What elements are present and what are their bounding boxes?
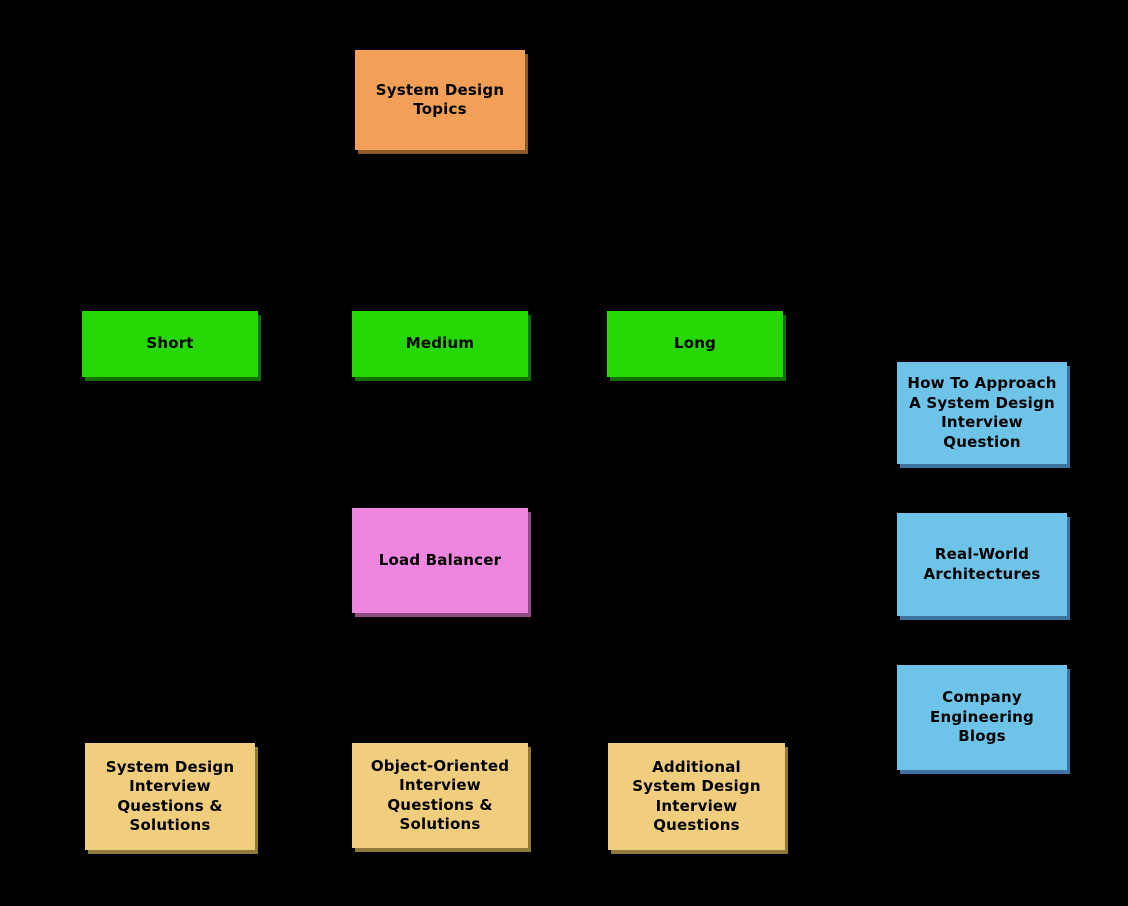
node-label: System Design Topics [375, 80, 505, 119]
node-additional-system-design-interview-questions: Additional System Design Interview Quest… [608, 743, 785, 850]
node-long: Long [607, 311, 783, 377]
node-label: Company Engineering Blogs [930, 688, 1034, 746]
node-label: Real-World Architectures [923, 545, 1041, 583]
node-label: Short [146, 334, 194, 353]
node-label: Load Balancer [378, 550, 502, 569]
node-real-world-architectures: Real-World Architectures [897, 513, 1067, 616]
node-system-design-topics: System Design Topics [355, 50, 525, 150]
node-load-balancer: Load Balancer [352, 508, 528, 613]
node-label: Object-Oriented Interview Questions & So… [370, 756, 510, 834]
node-how-to-approach-interview-question: How To Approach A System Design Intervie… [897, 362, 1067, 464]
node-label: Additional System Design Interview Quest… [632, 757, 761, 835]
node-short: Short [82, 311, 258, 377]
node-label: How To Approach A System Design Intervie… [907, 374, 1057, 451]
node-object-oriented-interview-questions: Object-Oriented Interview Questions & So… [352, 743, 528, 848]
node-company-engineering-blogs: Company Engineering Blogs [897, 665, 1067, 770]
node-medium: Medium [352, 311, 528, 377]
node-label: Medium [405, 334, 475, 353]
node-label: System Design Interview Questions & Solu… [105, 757, 235, 835]
node-system-design-interview-questions: System Design Interview Questions & Solu… [85, 743, 255, 850]
node-label: Long [673, 334, 717, 353]
